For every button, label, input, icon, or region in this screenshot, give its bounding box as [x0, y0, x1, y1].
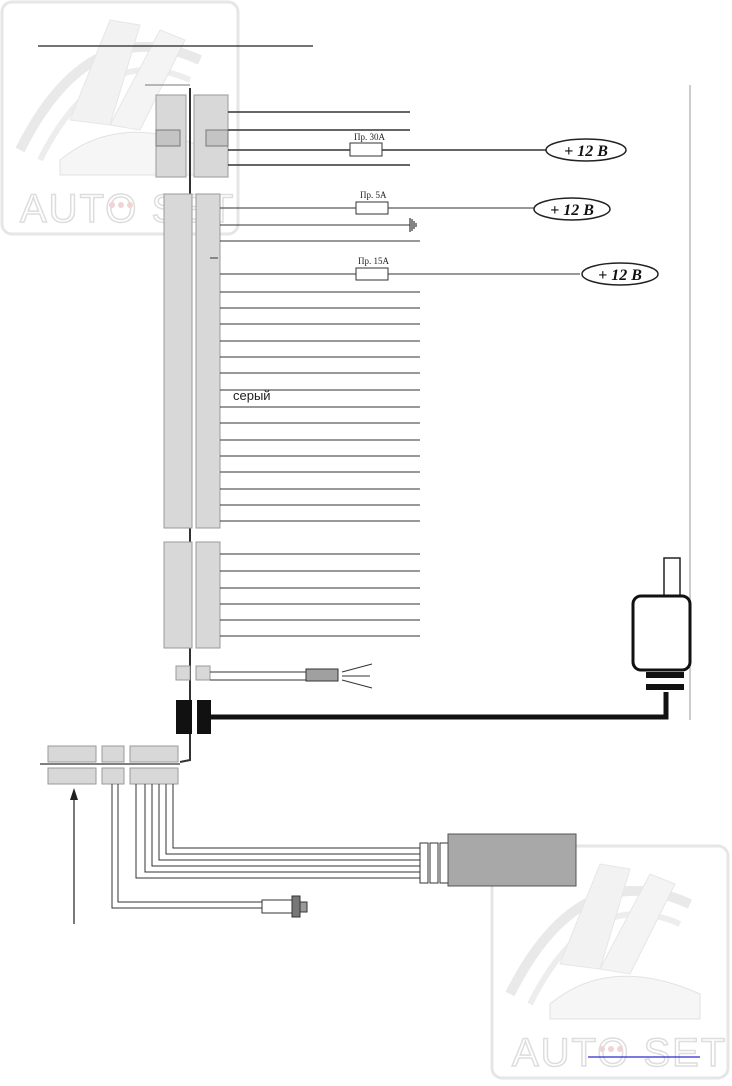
antenna-module [631, 557, 692, 690]
plus12-label-2: + 12 В [550, 202, 594, 219]
power-wires [228, 111, 548, 166]
gray-wire-label: серый [233, 388, 271, 403]
secondary-connector [163, 541, 221, 649]
fuse-5a-label: Пр. 5А [360, 190, 387, 200]
fuse-5a: Пр. 5А [355, 190, 389, 215]
ground-icon [409, 218, 417, 232]
watermark-brand-bottom: AUTO SET [512, 1031, 727, 1075]
plus12-label-1: + 12 В [564, 143, 608, 160]
fuse-30a-label: Пр. 30А [354, 132, 385, 142]
plug-wire [111, 784, 308, 918]
antenna-connector [176, 692, 669, 734]
plus12-label-3: + 12 В [598, 267, 642, 284]
led-indicator [175, 663, 373, 689]
plus12-terminal-1: + 12 В [545, 138, 627, 162]
main-connector-wires [220, 207, 580, 522]
main-connector [163, 193, 221, 529]
fuse-30a: Пр. 30А [349, 132, 385, 157]
watermark-logo-bottom: AUTO SET [490, 844, 730, 1080]
power-connector [155, 94, 229, 178]
plus12-terminal-3: + 12 В [581, 262, 659, 286]
module-wires [135, 784, 422, 879]
plus12-terminal-2: + 12 В [533, 197, 611, 221]
arrow-up-icon [70, 788, 78, 924]
sensor-module [419, 833, 577, 887]
fuse-15a-label: Пр. 15А [358, 256, 389, 266]
bottom-connector-row [40, 745, 180, 785]
fuse-15a: Пр. 15А [355, 256, 389, 281]
secondary-connector-wires [220, 553, 420, 637]
